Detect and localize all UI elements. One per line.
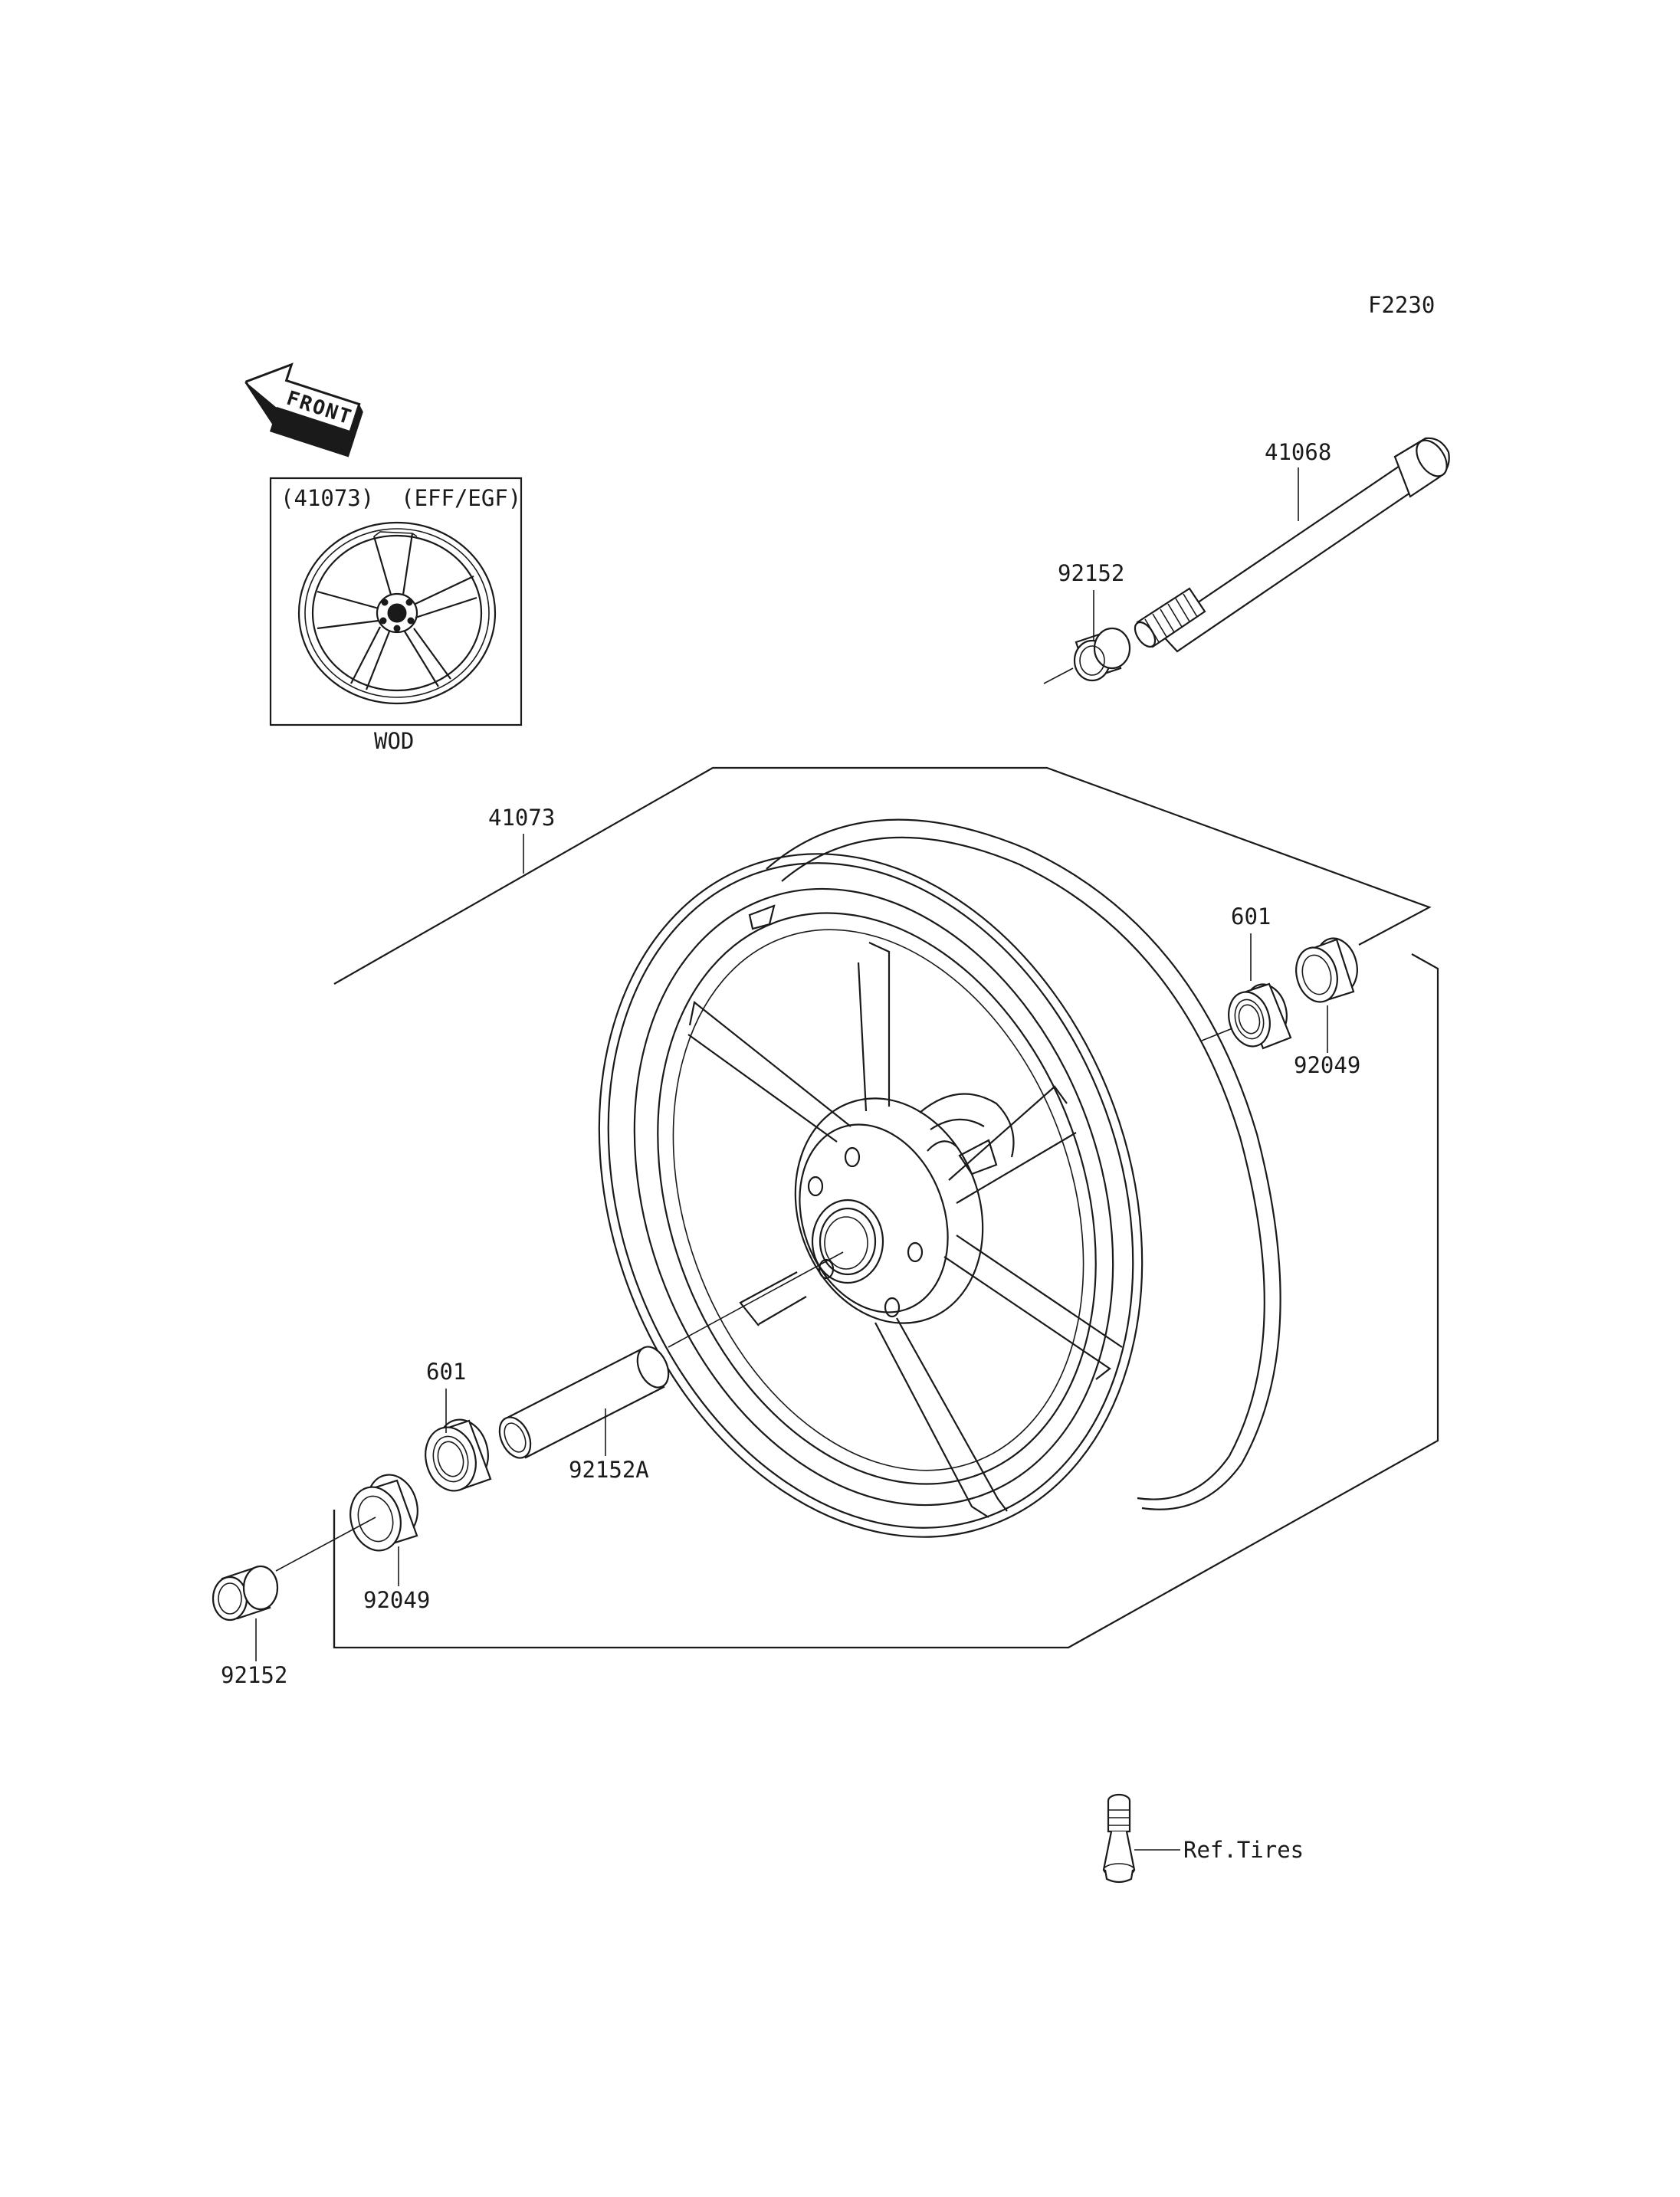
label-valve: Ref.Tires xyxy=(1183,1837,1304,1863)
inset-variant-box: (41073) (EFF/EGF) WOD xyxy=(269,477,523,754)
label-seal-right: 92049 xyxy=(1294,1052,1360,1078)
bearing-right-601 xyxy=(1228,982,1292,1050)
tire-valve-icon xyxy=(1102,1793,1136,1884)
axle-41068 xyxy=(1134,437,1450,653)
label-spacer: 92152A xyxy=(569,1457,649,1483)
label-seal-left: 92049 xyxy=(363,1587,430,1613)
label-bearing-right: 601 xyxy=(1231,903,1271,930)
front-wheel-41073 xyxy=(598,818,1281,1538)
label-wheel-41073: 41073 xyxy=(488,805,555,831)
spacer-92152A xyxy=(498,1346,670,1459)
label-collar-left: 92152 xyxy=(221,1662,287,1688)
seal-right-92049 xyxy=(1295,937,1358,1003)
label-bearing-left: 601 xyxy=(426,1359,466,1385)
front-direction-arrow-icon: FRONT xyxy=(244,362,363,457)
collar-left-92152 xyxy=(212,1565,279,1622)
seal-left-92049 xyxy=(349,1474,418,1552)
bearing-right-axis xyxy=(1201,1028,1233,1041)
inset-footer: WOD xyxy=(374,728,414,754)
label-collar-right: 92152 xyxy=(1058,560,1124,586)
label-axle-41068: 41068 xyxy=(1265,439,1331,465)
diagram-code: F2230 xyxy=(1368,292,1435,318)
spacer-axis xyxy=(668,1251,844,1348)
inset-caption: (41073) (EFF/EGF) xyxy=(281,485,521,511)
collar-right-axis xyxy=(1043,667,1074,684)
bearing-left-601 xyxy=(425,1418,492,1492)
inset-wheel-icon xyxy=(297,521,497,705)
left-stack-axis xyxy=(275,1517,376,1572)
collar-right-92152 xyxy=(1073,627,1131,682)
